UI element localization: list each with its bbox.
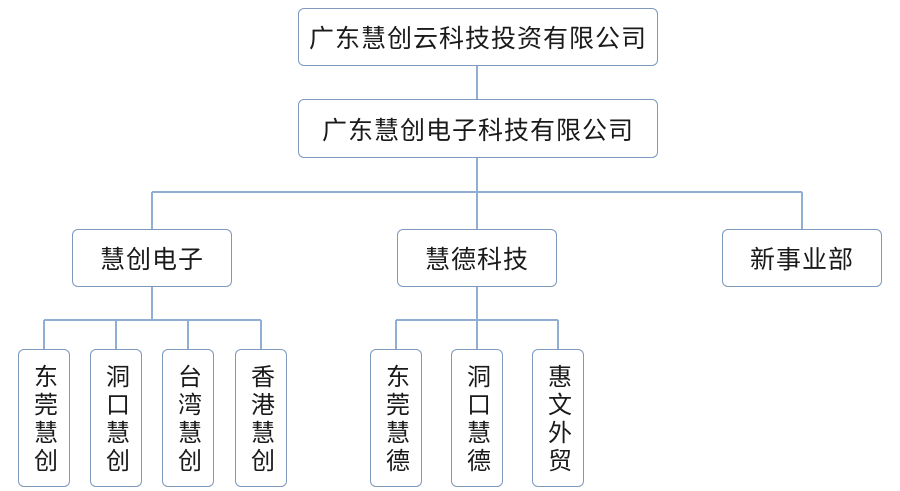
unit-box: 东莞慧德 (370, 349, 422, 487)
division-label: 慧德科技 (424, 245, 529, 274)
unit-box: 台湾慧创 (162, 349, 214, 487)
root-company-label: 广东慧创云科技投资有限公司 (308, 24, 647, 53)
unit-label: 洞口慧德 (462, 364, 491, 476)
subsidiary-company-label: 广东慧创电子科技有限公司 (321, 115, 634, 145)
unit-box: 洞口慧德 (451, 349, 503, 487)
division-box-3: 新事业部 (722, 229, 882, 287)
unit-label: 东莞慧创 (29, 364, 58, 476)
unit-label: 东莞慧德 (381, 364, 410, 476)
unit-label: 台湾慧创 (173, 364, 202, 476)
division-box-2: 慧德科技 (397, 229, 557, 287)
root-company-box: 广东慧创云科技投资有限公司 (298, 8, 658, 66)
division-box-1: 慧创电子 (72, 229, 232, 287)
unit-box: 洞口慧创 (90, 349, 142, 487)
division-label: 新事业部 (749, 245, 854, 274)
unit-box: 惠文外贸 (532, 349, 584, 487)
unit-box: 香港慧创 (235, 349, 287, 487)
subsidiary-company-box: 广东慧创电子科技有限公司 (298, 99, 658, 158)
unit-label: 洞口慧创 (101, 364, 130, 476)
division-label: 慧创电子 (99, 245, 204, 274)
unit-box: 东莞慧创 (18, 349, 70, 487)
unit-label: 惠文外贸 (543, 364, 572, 476)
unit-label: 香港慧创 (246, 364, 275, 476)
